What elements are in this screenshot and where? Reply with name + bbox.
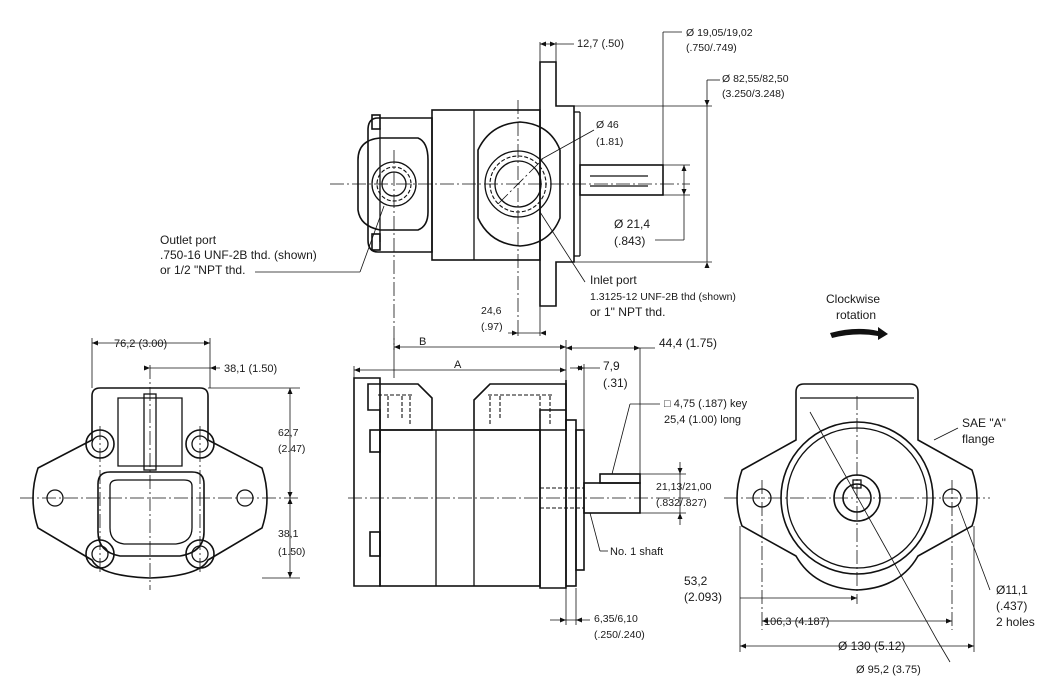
sae-flange-label: SAE "A" — [962, 416, 1006, 430]
rotation-label-line2: rotation — [836, 308, 876, 322]
shaft-diameter-in-label: (.750/.749) — [686, 42, 737, 54]
inlet-offset-in-label: (.97) — [481, 321, 503, 333]
step-in-label: (.31) — [603, 376, 628, 390]
inlet-port-thread: 1.3125-12 UNF-2B thd (shown) — [590, 291, 736, 303]
inlet-diameter-mm-label: Ø 46 — [596, 119, 619, 131]
left-upper-mm-label: 62,7 — [278, 427, 299, 439]
outlet-port-title: Outlet port — [160, 233, 217, 247]
flange-thickness-label: 12,7 (.50) — [577, 38, 624, 50]
hole-diameter-mm-label: Ø11,1 — [996, 583, 1028, 597]
hole-diameter-in-label: (.437) — [996, 599, 1027, 613]
center-height-in-label: (2.093) — [684, 590, 722, 604]
rotation-label-line1: Clockwise — [826, 292, 880, 306]
pilot-length-mm-label: 6,35/6,10 — [594, 613, 638, 625]
key-height-mm-label: 21,13/21,00 — [656, 481, 712, 493]
inlet-diameter-in-label: (1.81) — [596, 136, 623, 148]
sae-flange-label-line2: flange — [962, 432, 995, 446]
left-half-width-label: 38,1 (1.50) — [224, 363, 277, 375]
key-height-in-label: (.832/.827) — [656, 497, 707, 509]
dim-b-label: B — [419, 336, 426, 348]
rotation-arrow-icon — [830, 327, 888, 340]
inlet-offset-mm-label: 24,6 — [481, 305, 502, 317]
shaft-height-in-label: (.843) — [614, 234, 645, 248]
shaft-height-mm-label: Ø 21,4 — [614, 217, 650, 231]
inlet-port-alt-thread: or 1" NPT thd. — [590, 305, 665, 319]
shaft-type-label: No. 1 shaft — [610, 546, 663, 558]
rotation-indicator: Clockwise rotation — [826, 292, 888, 340]
hole-count-label: 2 holes — [996, 615, 1035, 629]
pilot-diameter-mm-label: Ø 82,55/82,50 — [722, 73, 789, 85]
left-width-label: 76,2 (3.00) — [114, 338, 167, 350]
left-upper-in-label: (2.47) — [278, 443, 305, 455]
pilot-diameter-in-label: (3.250/3.248) — [722, 88, 784, 100]
outlet-port-alt-thread: or 1/2 "NPT thd. — [160, 263, 245, 277]
top-view: 12,7 (.50) Ø 19,05/19,02 (.750/.749) Ø 8… — [160, 27, 789, 350]
left-lower-in-label: (1.50) — [278, 546, 305, 558]
key-length-label: 25,4 (1.00) long — [664, 414, 741, 426]
outlet-port-thread: .750-16 UNF-2B thd. (shown) — [160, 248, 317, 262]
flange-width-label: Ø 130 (5.12) — [838, 639, 905, 653]
right-end-view: SAE "A" flange 53,2 (2.093) 106,3 (4.187… — [684, 383, 1035, 676]
bolt-circle-label: Ø 95,2 (3.75) — [856, 664, 921, 676]
inlet-port-title: Inlet port — [590, 273, 637, 287]
key-size-label: □ 4,75 (.187) key — [664, 398, 748, 410]
shaft-length-label: 44,4 (1.75) — [659, 336, 717, 350]
dim-a-label: A — [454, 359, 462, 371]
left-lower-mm-label: 38,1 — [278, 528, 299, 540]
bolt-spacing-label: 106,3 (4.187) — [764, 616, 829, 628]
pilot-length-in-label: (.250/.240) — [594, 629, 645, 641]
left-end-view: 76,2 (3.00) 38,1 (1.50) 62,7 (2.47) 38,1… — [20, 338, 305, 590]
side-view: B A 44,4 (1.75) 7,9 (.31) □ 4,75 (.187) … — [348, 336, 748, 641]
center-height-mm-label: 53,2 — [684, 574, 708, 588]
step-mm-label: 7,9 — [603, 359, 620, 373]
shaft-diameter-mm-label: Ø 19,05/19,02 — [686, 27, 753, 39]
